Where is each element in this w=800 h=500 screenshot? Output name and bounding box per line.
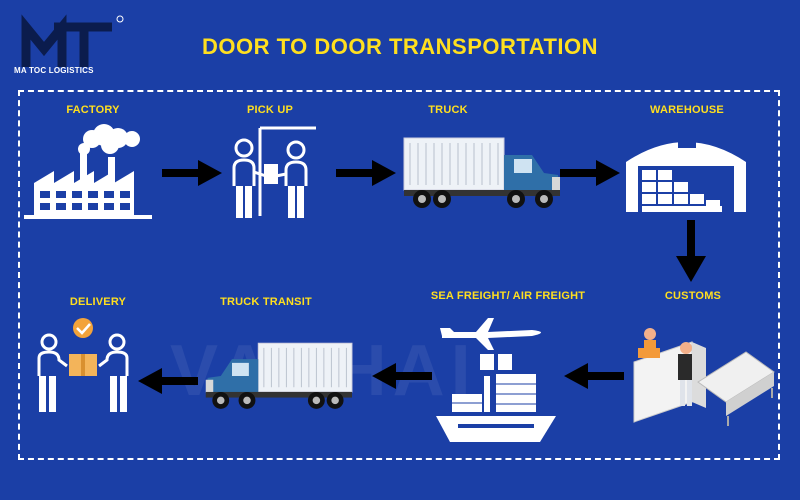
- arrow-customs-to-freight: [564, 363, 624, 389]
- brand-logo-text: MA TOC LOGISTICS: [14, 66, 94, 75]
- truck-transit-icon: [205, 342, 353, 409]
- step-label-customs: CUSTOMS: [664, 290, 722, 302]
- step-label-warehouse: WAREHOUSE: [650, 104, 724, 116]
- step-label-factory: FACTORY: [66, 104, 120, 116]
- ship-plane-icon: [436, 318, 556, 442]
- arrow-warehouse-to-customs: [676, 220, 706, 282]
- brand-logo: [21, 14, 124, 67]
- page-title: DOOR TO DOOR TRANSPORTATION: [201, 34, 599, 59]
- step-label-truck: TRUCK: [428, 104, 468, 116]
- step-label-pickup: PICK UP: [246, 104, 294, 116]
- step-label-delivery: DELIVERY: [69, 296, 127, 308]
- truck-icon: [403, 137, 560, 208]
- customs-desk-icon: [633, 328, 775, 426]
- arrow-truck-transit-to-delivery: [138, 368, 198, 394]
- warehouse-icon: [626, 142, 746, 212]
- arrow-factory-to-pickup: [162, 160, 222, 186]
- factory-icon: [24, 124, 152, 219]
- arrow-pickup-to-truck: [336, 160, 396, 186]
- step-label-truck-transit: TRUCK TRANSIT: [220, 296, 312, 308]
- pickup-handover-icon: [232, 126, 316, 218]
- delivery-icon: [37, 318, 129, 412]
- process-frame: [18, 90, 780, 460]
- arrow-truck-to-warehouse: [560, 160, 620, 186]
- step-label-sea-air-freight: SEA FREIGHT/ AIR FREIGHT: [430, 290, 586, 302]
- arrow-freight-to-truck-transit: [372, 363, 432, 389]
